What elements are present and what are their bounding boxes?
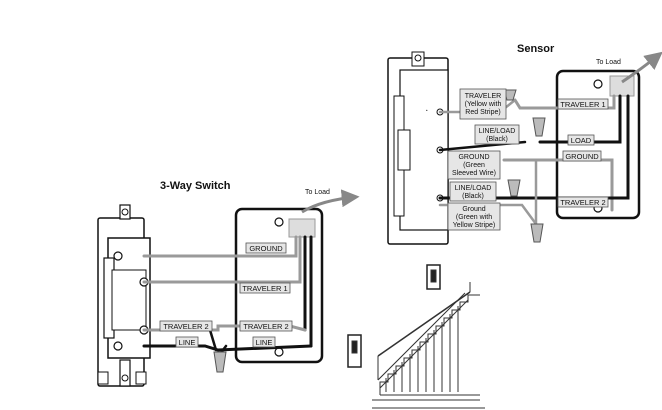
svg-text:(Black): (Black) — [462, 193, 484, 200]
switch-wire-nut — [213, 351, 227, 373]
switch-label-line: LINE — [175, 336, 199, 348]
svg-text:Ground: Ground — [462, 206, 485, 213]
svg-text:Red Stripe): Red Stripe) — [465, 109, 500, 116]
sensor-to-load-arrow — [621, 51, 662, 84]
sensor-label-traveler: TRAVELER (Yellow with Red Stripe) — [459, 88, 507, 120]
switch-to-load-arrow — [301, 189, 360, 214]
three-way-switch-diagram: 3-Way Switch — [97, 180, 360, 387]
svg-text:TRAVELER 2: TRAVELER 2 — [243, 322, 288, 331]
svg-text:LINE: LINE — [256, 338, 273, 347]
sensor-device: • — [387, 51, 449, 245]
svg-text:GROUND: GROUND — [249, 244, 283, 253]
svg-text:TRAVELER 2: TRAVELER 2 — [560, 198, 605, 207]
box-label-line: LINE — [252, 336, 276, 348]
switch-to-load-label: To Load — [305, 189, 330, 196]
sensor-box-label-traveler1: TRAVELER 1 — [557, 98, 609, 110]
svg-text:TRAVELER 1: TRAVELER 1 — [560, 100, 605, 109]
sensor-label-ground: GROUND (Green Sleeved Wire) — [447, 150, 501, 180]
lower-switch-icon — [347, 334, 362, 368]
sensor-wire-nut-bottom — [507, 179, 544, 243]
staircase-illustration — [347, 264, 485, 409]
sensor-label-lineload-1: LINE/LOAD (Black) — [474, 124, 520, 145]
svg-text:Sleeved Wire): Sleeved Wire) — [452, 170, 496, 177]
sensor-box-label-ground: GROUND — [562, 150, 602, 162]
three-way-switch-title: 3-Way Switch — [160, 180, 231, 192]
svg-text:LINE: LINE — [179, 338, 196, 347]
upper-switch-icon — [426, 264, 441, 290]
svg-text:(Black): (Black) — [486, 136, 508, 143]
svg-text:TRAVELER 1: TRAVELER 1 — [242, 284, 287, 293]
sensor-wire-nut-top — [503, 89, 546, 137]
switch-label-traveler1: TRAVELER 1 — [239, 282, 291, 294]
three-way-switch-device — [97, 204, 151, 387]
sensor-label-ground-2: Ground (Green with Yellow Stripe) — [447, 202, 501, 231]
svg-text:TRAVELER 2: TRAVELER 2 — [163, 322, 208, 331]
svg-text:GROUND: GROUND — [565, 152, 599, 161]
switch-label-traveler2: TRAVELER 2 — [159, 320, 213, 332]
box-label-traveler2: TRAVELER 2 — [239, 320, 293, 332]
sensor-label-lineload-2: LINE/LOAD (Black) — [449, 181, 497, 202]
svg-text:(Green: (Green — [463, 162, 485, 169]
sensor-box-label-traveler2: TRAVELER 2 — [557, 196, 609, 208]
svg-text:LINE/LOAD: LINE/LOAD — [479, 128, 516, 135]
svg-text:TRAVELER: TRAVELER — [465, 93, 501, 100]
sensor-box-label-load: LOAD — [567, 134, 595, 146]
svg-text:GROUND: GROUND — [458, 154, 489, 161]
svg-text:LOAD: LOAD — [571, 136, 592, 145]
sensor-title: Sensor — [517, 43, 555, 55]
svg-text:Yellow Stripe): Yellow Stripe) — [453, 222, 496, 229]
sensor-to-load-label: To Load — [596, 59, 621, 66]
sensor-diagram: Sensor • — [387, 43, 662, 245]
svg-text:•: • — [426, 108, 428, 113]
svg-text:LINE/LOAD: LINE/LOAD — [455, 185, 492, 192]
svg-text:(Green with: (Green with — [456, 214, 492, 221]
svg-text:(Yellow with: (Yellow with — [465, 101, 502, 108]
switch-wires — [142, 235, 313, 356]
switch-label-ground: GROUND — [245, 242, 287, 254]
